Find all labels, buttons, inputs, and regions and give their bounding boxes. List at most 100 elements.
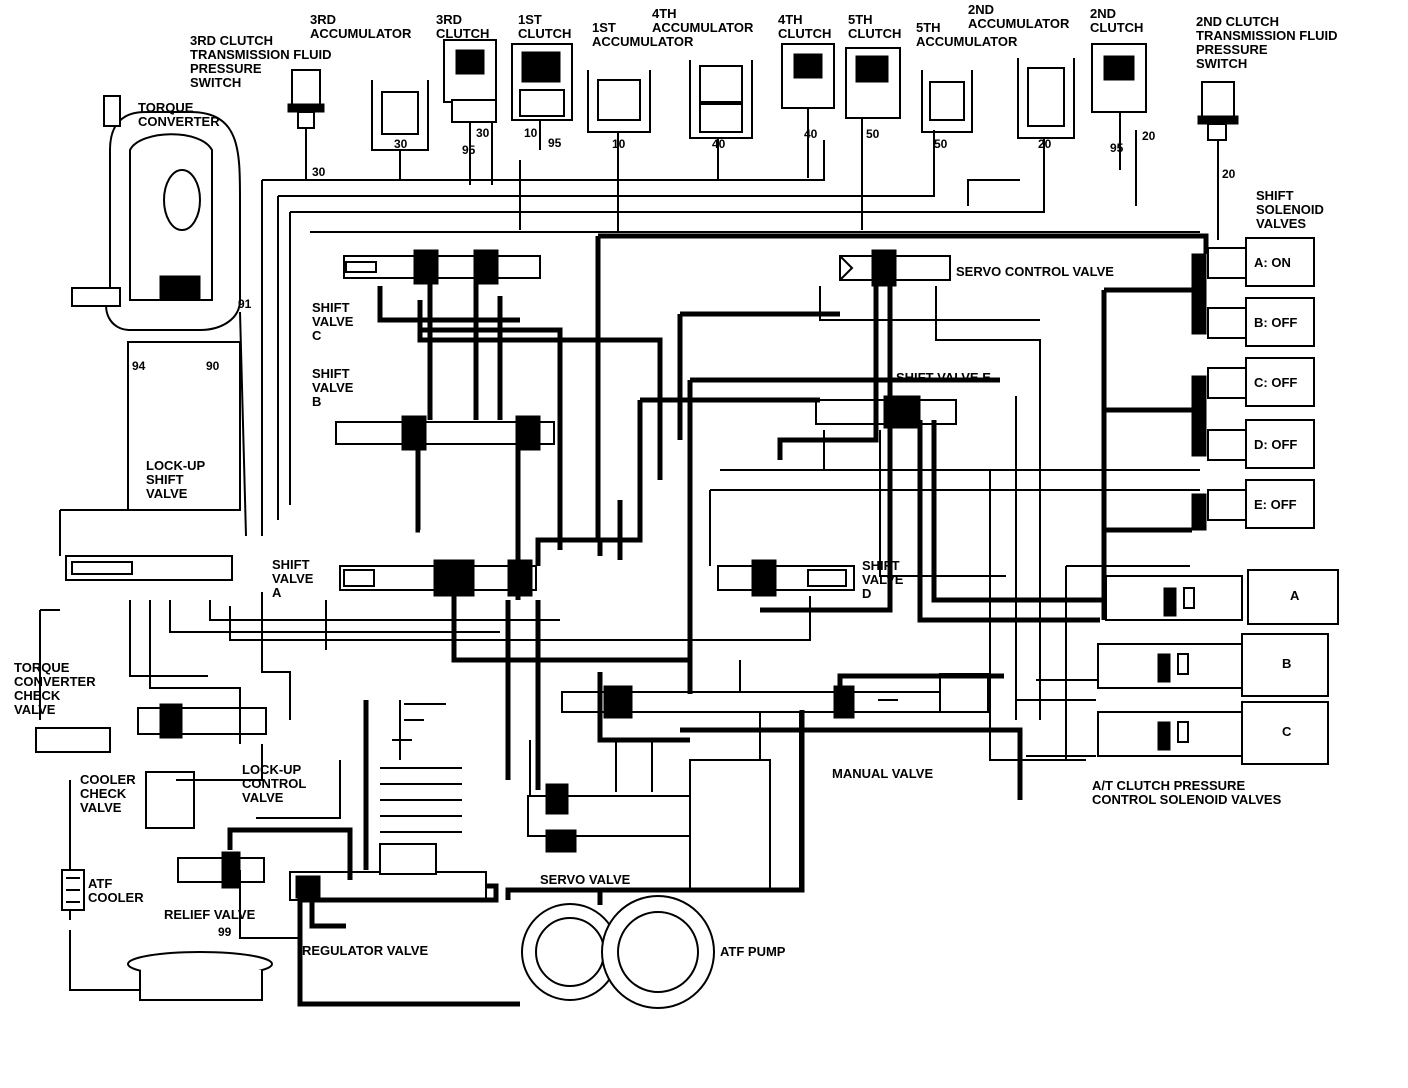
- solenoid-c-label: C: OFF: [1254, 375, 1297, 390]
- manual-valve-label: MANUAL VALVE: [832, 766, 933, 781]
- shift-solenoid-label: SHIFT SOLENOID VALVES: [1256, 188, 1328, 231]
- clutch2-label: 2ND CLUTCH: [1090, 6, 1143, 35]
- atf-pump-body: [521, 895, 715, 1009]
- cooler-check-label: COOLER CHECK VALVE: [80, 772, 139, 815]
- solenoid-d-label: D: OFF: [1254, 437, 1297, 452]
- num-c3-switch: 30: [312, 165, 326, 179]
- shift-valve-b-body: [335, 415, 555, 451]
- shift-valve-c-body: [343, 249, 541, 285]
- num-acc4: 40: [712, 137, 726, 151]
- num-tc-90: 90: [206, 359, 220, 373]
- num-clutch4: 40: [804, 127, 818, 141]
- acc1-component: [587, 70, 651, 170]
- shift-e-label: SHIFT VALVE E: [896, 370, 991, 385]
- solenoid-a-box: [1245, 237, 1315, 287]
- thin-lines: [39, 130, 1219, 991]
- num-clutch3-a: 30: [476, 126, 490, 140]
- regulator-valve-label: REGULATOR VALVE: [302, 943, 428, 958]
- clutch3-label: 3RD CLUTCH: [436, 12, 489, 41]
- clutch-pressure-solenoid-stack: [1097, 569, 1339, 765]
- manual-valve-body: [561, 673, 989, 719]
- acc5-label: 5TH ACCUMULATOR: [916, 20, 1018, 49]
- relief-valve-body: [177, 851, 265, 889]
- acc1-label: 1ST ACCUMULATOR: [592, 20, 694, 49]
- cp-solenoid-b-label: B: [1282, 656, 1291, 671]
- solenoid-a-label: A: ON: [1254, 255, 1291, 270]
- acc4-component: [689, 60, 753, 180]
- solenoid-d-box: [1245, 419, 1315, 469]
- thick-lines: [227, 233, 1209, 1007]
- shift-d-label: SHIFT VALVE D: [862, 558, 907, 601]
- clutch3-component: [443, 39, 497, 185]
- acc3-label: 3RD ACCUMULATOR: [310, 12, 412, 41]
- num-pump-99: 99: [218, 925, 232, 939]
- atf-cooler-label: ATF COOLER: [88, 876, 144, 905]
- num-clutch2-a: 95: [1110, 141, 1124, 155]
- servo-control-label: SERVO CONTROL VALVE: [956, 264, 1114, 279]
- c3-switch-label: 3RD CLUTCH TRANSMISSION FLUID PRESSURE S…: [190, 33, 335, 90]
- num-acc1: 10: [612, 137, 626, 151]
- tc-check-label: TORQUE CONVERTER CHECK VALVE: [14, 660, 99, 717]
- lockup-control-label: LOCK-UP CONTROL VALVE: [242, 762, 310, 805]
- clutch5-component: [845, 47, 901, 190]
- num-clutch3-b: 95: [462, 143, 476, 157]
- num-c2-switch: 20: [1222, 167, 1236, 181]
- num-acc2: 20: [1038, 137, 1052, 151]
- shift-b-label: SHIFT VALVE B: [312, 366, 357, 409]
- cp-solenoid-c-box: [1241, 701, 1329, 765]
- shift-a-label: SHIFT VALVE A: [272, 557, 317, 600]
- clutch1-label: 1ST CLUTCH: [518, 12, 571, 41]
- clutch4-label: 4TH CLUTCH: [778, 12, 831, 41]
- num-clutch2-b: 20: [1142, 129, 1156, 143]
- shift-valve-d-body: [717, 559, 855, 597]
- c2-pressure-switch: [1197, 81, 1239, 236]
- cp-solenoid-b-box: [1241, 633, 1329, 697]
- cp-solenoid-c-label: C: [1282, 724, 1292, 739]
- clutch2-component: [1091, 43, 1147, 170]
- cooler-check-valve-body: [145, 771, 195, 829]
- atf-strainer: [127, 951, 273, 1001]
- clutch5-label: 5TH CLUTCH: [848, 12, 901, 41]
- cp-solenoid-a-label: A: [1290, 588, 1300, 603]
- servo-valve-label: SERVO VALVE: [540, 872, 631, 887]
- acc2-label: 2ND ACCUMULATOR: [968, 2, 1070, 31]
- lockup-shift-valve-body: [65, 555, 233, 581]
- acc5-component: [921, 70, 973, 192]
- servo-valve-body: [527, 759, 771, 891]
- num-clutch5: 50: [866, 127, 880, 141]
- solenoid-b-box: [1245, 297, 1315, 347]
- atf-cooler-body: [61, 869, 85, 911]
- regulator-valve-body: [289, 843, 487, 901]
- solenoid-e-label: E: OFF: [1254, 497, 1297, 512]
- tc-check-valve-body: [35, 727, 111, 753]
- shift-valve-a-body: [339, 559, 537, 597]
- torque-converter: [71, 95, 241, 511]
- num-tc-91: 91: [238, 297, 252, 311]
- shift-solenoid-stack: [1191, 237, 1315, 531]
- clutch4-component: [781, 43, 835, 178]
- solenoid-c-box: [1245, 357, 1315, 407]
- lockup-shift-label: LOCK-UP SHIFT VALVE: [146, 458, 209, 501]
- lockup-control-valve-body: [137, 703, 267, 739]
- servo-control-valve-body: [839, 249, 951, 287]
- solenoid-e-box: [1245, 479, 1315, 529]
- acc2-component: [1017, 58, 1075, 180]
- clutch1-component: [511, 43, 573, 150]
- labels: 3RD CLUTCH TRANSMISSION FLUID PRESSURE S…: [14, 2, 1341, 959]
- atf-pump-label: ATF PUMP: [720, 944, 786, 959]
- c2-switch-label: 2ND CLUTCH TRANSMISSION FLUID PRESSURE S…: [1196, 14, 1341, 71]
- num-acc5: 50: [934, 137, 948, 151]
- shift-c-label: SHIFT VALVE C: [312, 300, 357, 343]
- cp-solenoid-a-box: [1247, 569, 1339, 625]
- num-clutch1-b: 95: [548, 136, 562, 150]
- num-acc3: 30: [394, 137, 408, 151]
- num-tc-94: 94: [132, 359, 146, 373]
- relief-valve-label: RELIEF VALVE: [164, 907, 256, 922]
- acc4-label: 4TH ACCUMULATOR: [652, 6, 754, 35]
- torque-converter-label: TORQUE CONVERTER: [138, 100, 220, 129]
- atc-solenoid-label: A/T CLUTCH PRESSURE CONTROL SOLENOID VAL…: [1092, 778, 1282, 807]
- acc3-component: [371, 80, 429, 180]
- c3-pressure-switch: [287, 69, 325, 180]
